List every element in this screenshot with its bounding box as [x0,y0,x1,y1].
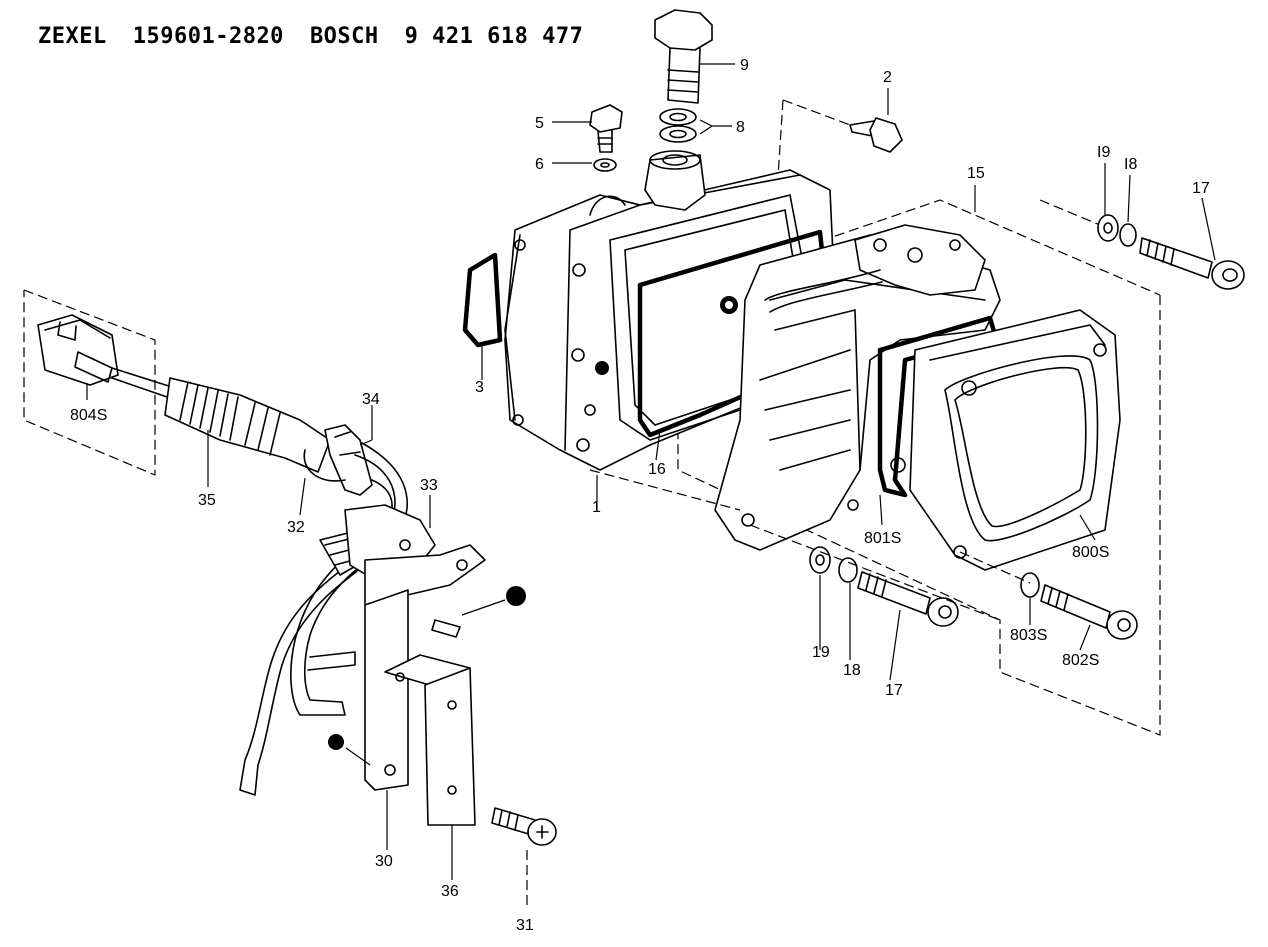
dashed-group-outline-sensor [23,289,156,476]
dashed-group-outline-cover [677,199,1161,736]
dashed-leader [782,99,851,126]
bolt-17-top [1139,237,1245,290]
bolt-17-bottom [857,571,959,627]
callout-1: 1 [592,499,601,516]
bolt-2 [849,117,903,153]
callout-6: 6 [535,156,544,173]
callout-17-bottom: 17 [885,682,903,699]
bracket-36 [384,654,476,826]
o-ring-3 [462,252,503,348]
washer-803s [1020,572,1040,598]
callout-802s: 802S [1062,652,1099,669]
callout-32: 32 [287,519,305,536]
callout-801s: 801S [864,530,901,547]
callout-34: 34 [362,391,380,408]
screw-5 [589,104,623,153]
stud [431,619,461,638]
callout-18-top: I8 [1124,156,1137,173]
callout-18-bottom: 18 [843,662,861,679]
callout-2: 2 [883,69,892,86]
bracket-30 [364,544,486,791]
cover-800s [909,309,1121,571]
washer-6 [593,158,617,172]
gasket-801s [877,315,998,498]
diagram-header: ZEXEL 159601-2820 BOSCH 9 421 618 477 [38,24,609,49]
callout-16: 16 [648,461,666,478]
intermediate-body [714,224,1001,551]
callout-8: 8 [736,119,745,136]
washer-8-bottom [659,125,697,143]
brand-zexel: ZEXEL [38,24,107,49]
part-number-bosch: 9 421 618 477 [404,24,584,49]
callout-19-top: I9 [1097,144,1110,161]
marker-dot [595,361,609,375]
callout-19-bottom: 19 [812,644,830,661]
marker-dot-center [725,301,733,309]
callout-15: 15 [967,165,985,182]
dashed-leader [1039,199,1101,226]
callout-3: 3 [475,379,484,396]
connector-804s [37,314,119,386]
callout-804s: 804S [70,407,107,424]
bolt-802s [1040,584,1138,640]
clamp-32 [303,449,346,482]
sensor-35 [164,377,331,473]
callout-36: 36 [441,883,459,900]
washer-18-bottom [838,557,858,583]
marker-dot [328,734,344,750]
brand-bosch: BOSCH [309,24,379,49]
banjo-bolt-9 [654,9,713,104]
leader-lines [86,63,1216,905]
washer-8-top [659,108,697,126]
nut-34 [324,424,373,496]
part-number-zexel: 159601-2820 [132,24,284,49]
washer-19-top [1097,214,1119,242]
washer-18-top [1119,223,1137,247]
washer-19-bottom [809,546,831,574]
callout-9: 9 [740,57,749,74]
callout-803s: 803S [1010,627,1047,644]
callout-17-top: 17 [1192,180,1210,197]
callout-800s: 800S [1072,544,1109,561]
callout-30: 30 [375,853,393,870]
marker-dot [506,586,526,606]
callout-5: 5 [535,115,544,132]
bolt-31 [491,807,557,846]
callout-35: 35 [198,492,216,509]
callout-33: 33 [420,477,438,494]
callout-31: 31 [516,917,534,934]
